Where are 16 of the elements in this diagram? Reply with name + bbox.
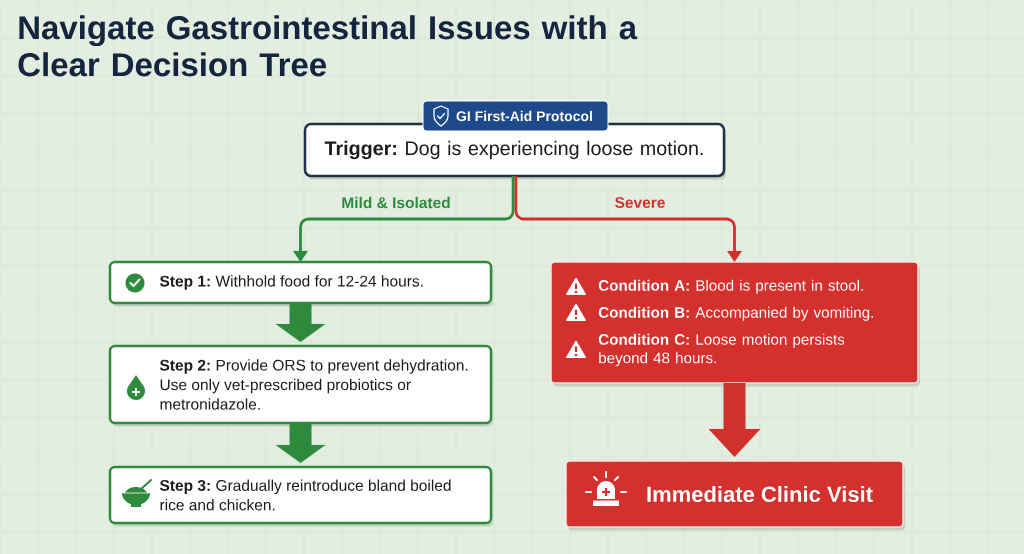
step-box: Step 3: Gradually reintroduce bland boiled rice and chicken. <box>108 465 493 527</box>
block-arrow <box>275 423 326 463</box>
block-arrow <box>708 383 761 457</box>
edge-label: Mild & Isolated <box>338 194 454 211</box>
condition-text: Condition C: Loose motion persists beyond 48 hours. <box>598 333 845 367</box>
step-box: Step 2: Provide ORS to prevent dehydration. Use only vet-prescribed probiotics or metronidazole. <box>108 344 493 427</box>
arrow <box>293 176 515 262</box>
condition-text: Condition B: Accompanied by vomiting. <box>598 306 873 321</box>
arrow <box>514 176 742 262</box>
step-box: Step 1: Withhold food for 12-24 hours. <box>108 260 493 307</box>
condition-text: Condition A: Blood is present in stool. <box>598 279 863 294</box>
action-box: Immediate Clinic Visit <box>565 460 905 531</box>
title: Navigate Gastrointestinal Issues with a Clear Decision Tree <box>18 15 638 77</box>
badge: GI First-Aid Protocol <box>422 100 609 132</box>
block-arrow <box>275 303 326 342</box>
trigger-box: Trigger: Dog is experiencing loose motion. <box>303 122 726 180</box>
